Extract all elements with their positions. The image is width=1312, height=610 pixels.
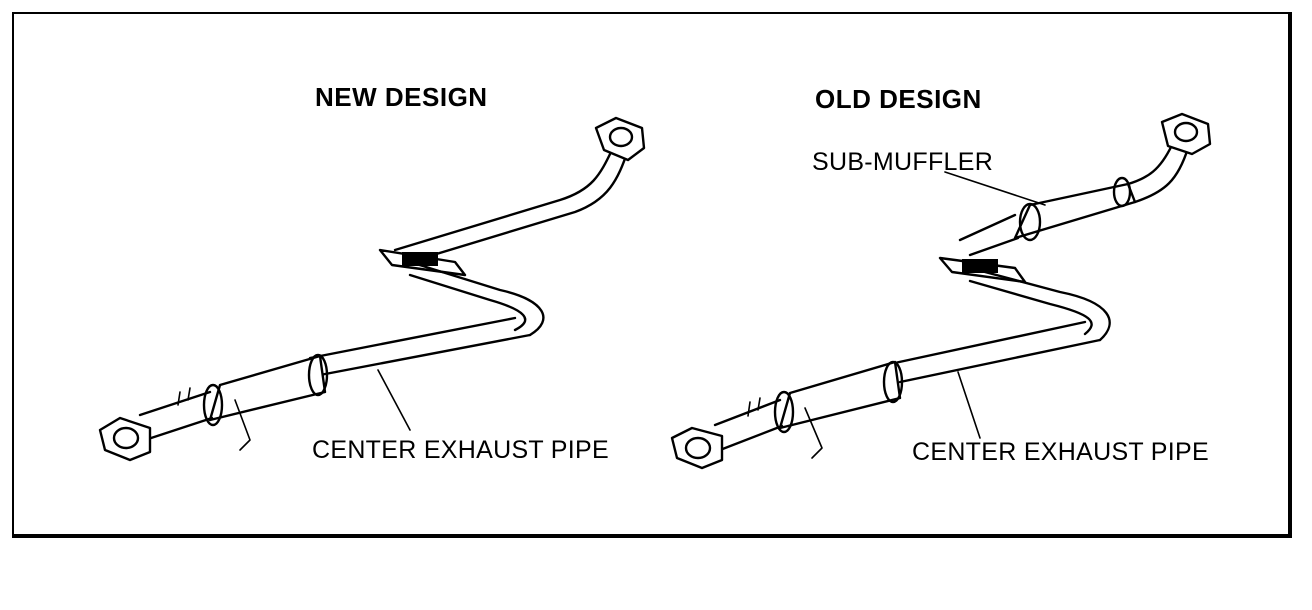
sub-muffler-label: SUB-MUFFLER [812, 148, 994, 176]
old-design-title: OLD DESIGN [815, 84, 982, 114]
old-design-pipe [670, 112, 1212, 470]
old-main-muffler [778, 360, 902, 430]
new-center-exhaust-pipe-label: CENTER EXHAUST PIPE [312, 436, 609, 464]
diagram-frame [12, 12, 1292, 538]
old-center-exhaust-pipe-label: CENTER EXHAUST PIPE [912, 438, 1209, 466]
old-top-flange [1160, 112, 1212, 156]
old-bottom-flange [670, 426, 724, 470]
new-design-title: NEW DESIGN [315, 82, 488, 112]
new-bottom-flange [98, 416, 152, 462]
old-sub-muffler [1013, 182, 1137, 240]
new-main-muffler [208, 354, 327, 422]
new-design-pipe [98, 116, 646, 462]
new-top-flange [594, 116, 646, 162]
